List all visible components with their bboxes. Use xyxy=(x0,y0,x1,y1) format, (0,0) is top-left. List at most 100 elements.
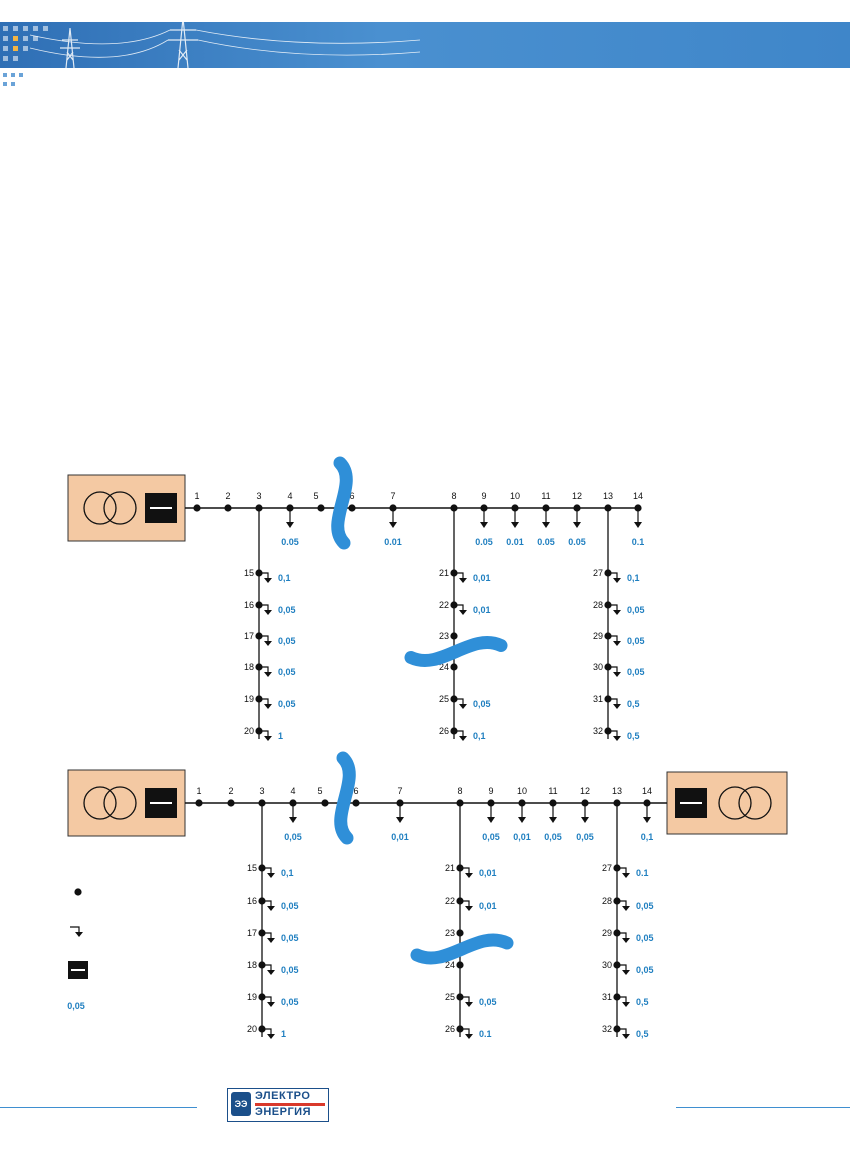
load-arrow-icon xyxy=(264,704,272,709)
load-value-label: 0,01 xyxy=(391,832,409,842)
load-arrow-icon xyxy=(622,906,630,911)
break-marker-icon xyxy=(331,456,353,550)
node-number-label: 17 xyxy=(247,928,257,938)
node-number-label: 18 xyxy=(247,960,257,970)
transformer-coil-icon xyxy=(103,491,137,525)
load-value-label: 0,05 xyxy=(278,605,296,615)
load-arrow-icon xyxy=(511,522,519,528)
node-number-label: 6 xyxy=(353,786,358,796)
node-dot xyxy=(321,799,329,807)
load-value-label: 0,1 xyxy=(281,868,294,878)
load-line xyxy=(454,572,464,579)
transformer-coil-icon xyxy=(103,786,137,820)
load-line xyxy=(259,666,269,673)
load-arrow-icon xyxy=(613,641,621,646)
break-marker-icon xyxy=(410,933,514,965)
load-arrow-icon xyxy=(459,704,467,709)
node-number-label: 20 xyxy=(244,726,254,736)
load-value-label: 0,05 xyxy=(636,901,654,911)
node-number-label: 27 xyxy=(602,863,612,873)
transformer-coil-icon xyxy=(83,491,117,525)
node-number-label: 13 xyxy=(612,786,622,796)
load-arrow-icon xyxy=(613,578,621,583)
node-number-label: 26 xyxy=(439,726,449,736)
node-number-label: 25 xyxy=(439,694,449,704)
node-number-label: 31 xyxy=(602,992,612,1002)
load-value-label: 0.05 xyxy=(568,537,586,547)
logo-mark-icon: ЭЭ xyxy=(231,1092,251,1116)
node-number-label: 2 xyxy=(225,491,230,501)
load-value-label: 0,05 xyxy=(627,636,645,646)
node-number-label: 16 xyxy=(244,600,254,610)
load-value-label: 0.05 xyxy=(537,537,555,547)
node-number-label: 4 xyxy=(290,786,295,796)
load-line xyxy=(262,900,272,907)
node-number-label: 18 xyxy=(244,662,254,672)
load-arrow-icon xyxy=(396,817,404,823)
break-marker-icon xyxy=(404,636,508,667)
load-value-label: 0.1 xyxy=(636,868,649,878)
load-line xyxy=(617,964,627,971)
load-value-label: 0,05 xyxy=(278,636,296,646)
load-line xyxy=(454,604,464,611)
load-line xyxy=(262,867,272,874)
node-number-label: 21 xyxy=(439,568,449,578)
load-arrow-icon xyxy=(465,1002,473,1007)
node-number-label: 10 xyxy=(510,491,520,501)
node-number-label: 8 xyxy=(457,786,462,796)
load-arrow-icon xyxy=(267,873,275,878)
node-dot xyxy=(195,799,203,807)
node-number-label: 24 xyxy=(439,662,449,672)
load-arrow-icon xyxy=(267,906,275,911)
node-number-label: 11 xyxy=(541,491,550,501)
load-arrow-icon xyxy=(289,817,297,823)
node-dot xyxy=(352,799,360,807)
load-value-label: 0,05 xyxy=(281,933,299,943)
load-value-label: 0.1 xyxy=(479,1029,492,1039)
load-line xyxy=(460,996,470,1003)
load-arrow-icon xyxy=(622,1034,630,1039)
node-number-label: 16 xyxy=(247,896,257,906)
load-line xyxy=(259,730,269,737)
power-tower-icon xyxy=(29,17,421,69)
transformer-coil-icon xyxy=(718,786,752,820)
load-value-label: 0,1 xyxy=(627,573,640,583)
logo-red-strip xyxy=(255,1103,325,1106)
node-number-label: 28 xyxy=(602,896,612,906)
load-value-label: 0,05 xyxy=(281,997,299,1007)
load-line xyxy=(608,698,618,705)
node-number-label: 13 xyxy=(603,491,613,501)
node-dot xyxy=(450,632,458,640)
load-line xyxy=(262,1028,272,1035)
load-line xyxy=(617,932,627,939)
load-value-label: 0,05 xyxy=(627,667,645,677)
node-number-label: 32 xyxy=(593,726,603,736)
load-value-label: 0,01 xyxy=(473,573,491,583)
load-arrow-icon xyxy=(465,906,473,911)
load-value-label: 0,1 xyxy=(278,573,291,583)
node-number-label: 19 xyxy=(247,992,257,1002)
load-line xyxy=(608,604,618,611)
load-arrow-icon xyxy=(549,817,557,823)
node-number-label: 20 xyxy=(247,1024,257,1034)
node-number-label: 22 xyxy=(445,896,455,906)
load-value-label: 0,05 xyxy=(281,901,299,911)
load-value-label: 0.1 xyxy=(632,537,645,547)
load-line xyxy=(259,635,269,642)
load-arrow-icon xyxy=(264,736,272,741)
load-arrow-icon xyxy=(480,522,488,528)
node-number-label: 15 xyxy=(247,863,257,873)
load-value-label: 0,05 xyxy=(544,832,562,842)
load-arrow-icon xyxy=(465,873,473,878)
node-number-label: 4 xyxy=(287,491,292,501)
load-arrow-icon xyxy=(264,610,272,615)
node-number-label: 5 xyxy=(313,491,318,501)
logo-text-bottom: ЭНЕРГИЯ xyxy=(255,1106,311,1118)
load-line xyxy=(460,1028,470,1035)
node-dot xyxy=(456,929,464,937)
load-line xyxy=(262,932,272,939)
source-transformer-right xyxy=(666,771,788,835)
load-arrow-icon xyxy=(487,817,495,823)
transformer-coil-icon xyxy=(83,786,117,820)
load-arrow-icon xyxy=(267,938,275,943)
